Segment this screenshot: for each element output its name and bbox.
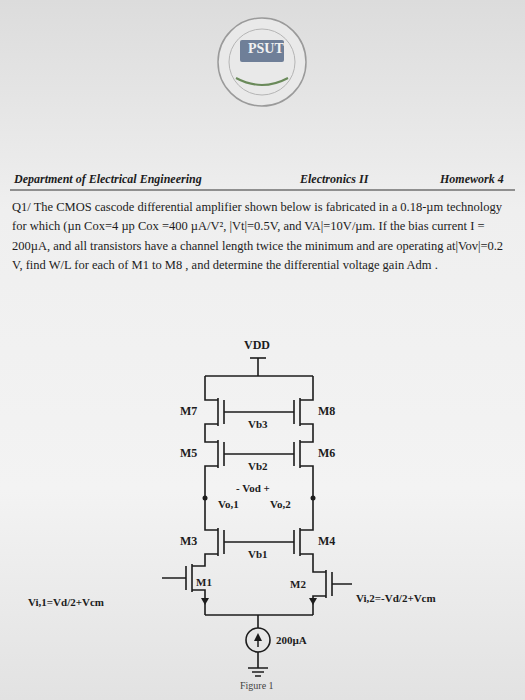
supply-label: VDD — [244, 338, 270, 352]
department: Department of Electrical Engineering — [14, 172, 202, 186]
transistor-name: M2 — [290, 578, 306, 591]
output-node: Vo,2 — [270, 498, 291, 511]
transistor-name: M7 — [180, 404, 197, 418]
course: Electronics II — [300, 172, 368, 186]
bias-label: Vb2 — [248, 460, 268, 473]
input-label: Vi,2=-Vd/2+Vcm — [356, 592, 436, 605]
transistor-name: M1 — [196, 576, 212, 589]
bias-label: Vb3 — [248, 418, 268, 431]
transistor-name: M6 — [318, 446, 335, 460]
logo-text: PSUT — [248, 41, 284, 58]
logo — [218, 18, 306, 106]
question: Q1/ The CMOS cascode differential amplif… — [12, 198, 512, 276]
transistor-name: M4 — [318, 534, 335, 548]
transistor-name: M5 — [180, 446, 197, 460]
circuit-details — [201, 496, 317, 648]
input-label: Vi,1=Vd/2+Vcm — [28, 596, 104, 609]
output-node: Vo,1 — [218, 498, 239, 511]
homework: Homework 4 — [440, 172, 504, 186]
current-source-value: 200µA — [276, 634, 307, 647]
figure-caption: Figure 1 — [240, 680, 274, 692]
transistor-name: M8 — [318, 404, 335, 418]
output-voltage: - Vod + — [236, 482, 270, 495]
header-rule — [10, 189, 515, 190]
transistor-name: M3 — [180, 534, 197, 548]
bias-label: Vb1 — [248, 548, 268, 561]
circuit — [162, 358, 352, 676]
